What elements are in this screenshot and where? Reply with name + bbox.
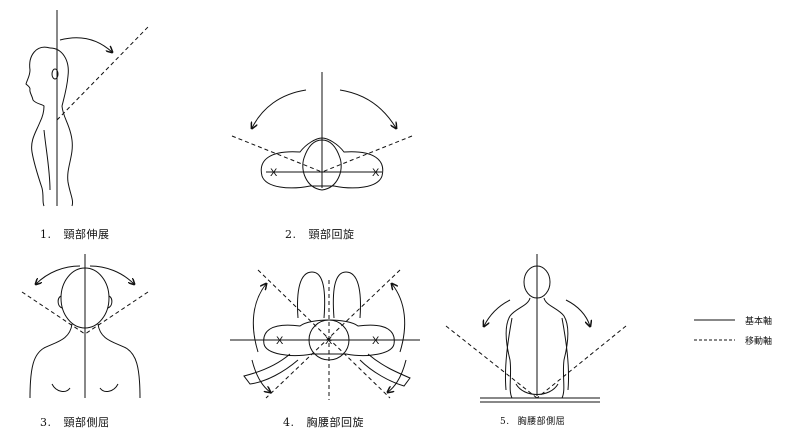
fig2-head xyxy=(303,140,341,190)
fig4-left-foot xyxy=(298,272,325,318)
fig3-right-ear xyxy=(108,296,112,308)
fig5-left-arrow xyxy=(484,300,510,326)
fig4-x-mark-left: X xyxy=(276,335,284,347)
fig4-x-mark-center: X xyxy=(325,335,333,347)
fig5-moving-axis-right xyxy=(537,326,626,398)
caption-figure-5: 5. 胸腰部側屈 xyxy=(500,414,565,427)
fig4-left-arm xyxy=(244,354,298,384)
fig5-torso xyxy=(506,298,568,398)
fig3-head xyxy=(61,268,109,328)
legend xyxy=(694,320,735,340)
caption-figure-4: 4. 胸腰部回旋 xyxy=(283,414,364,430)
fig3-right-arrow xyxy=(90,266,134,284)
fig5-head xyxy=(524,266,550,298)
caption-figure-1: 1. 頸部伸展 xyxy=(40,226,110,242)
fig4-moving-axis-2 xyxy=(266,270,400,398)
fig4-right-foot xyxy=(333,272,360,318)
caption-5-number: 5. xyxy=(500,417,510,427)
fig4-moving-axis-1 xyxy=(258,270,390,398)
caption-1-title: 頸部伸展 xyxy=(63,228,110,241)
fig4-left-arrow-up xyxy=(253,284,266,352)
fig1-chest xyxy=(32,122,44,206)
fig3-left-ear xyxy=(58,296,62,308)
fig2-right-arrow xyxy=(340,90,396,128)
caption-figure-3: 3. 頸部側屈 xyxy=(40,414,110,430)
fig5-right-arrow xyxy=(566,300,590,326)
fig4-right-arrow-up xyxy=(392,284,405,352)
fig1-arm xyxy=(44,130,50,190)
fig1-back xyxy=(62,106,73,206)
fig2-x-mark-left: X xyxy=(270,167,278,179)
figure-3-neck-lateral-flexion xyxy=(22,254,148,398)
fig2-moving-axis-left xyxy=(232,136,322,172)
caption-1-number: 1. xyxy=(40,228,52,241)
fig4-shoulders xyxy=(264,320,395,356)
fig1-skull xyxy=(50,48,68,106)
fig1-rotation-arrow xyxy=(60,38,112,52)
fig3-shoulders xyxy=(30,324,140,398)
fig2-left-arrow xyxy=(252,90,306,128)
fig4-head xyxy=(309,320,349,360)
fig5-moving-axis-left xyxy=(446,326,537,398)
fig4-right-arm xyxy=(360,354,410,386)
fig3-left-arrow xyxy=(36,266,80,284)
figure-4-thoracolumbar-rotation xyxy=(230,270,420,400)
fig1-ear xyxy=(52,69,58,79)
caption-5-title: 胸腰部側屈 xyxy=(517,417,566,427)
legend-basic-axis-label: 基本軸 xyxy=(745,317,773,327)
fig3-moving-axis-left xyxy=(22,292,85,334)
fig2-x-mark-right: X xyxy=(372,167,380,179)
figure-5-thoracolumbar-lateral-flexion xyxy=(446,254,626,402)
fig1-moving-axis xyxy=(57,27,148,120)
fig4-right-arrow-down xyxy=(388,360,406,392)
caption-3-title: 頸部側屈 xyxy=(63,416,110,429)
fig2-shoulders xyxy=(261,138,382,188)
fig2-moving-axis-right xyxy=(322,136,412,172)
fig5-hips xyxy=(516,384,558,395)
fig3-chest-left xyxy=(52,384,70,391)
caption-3-number: 3. xyxy=(40,416,52,429)
caption-4-number: 4. xyxy=(283,416,295,429)
figure-1-neck-extension xyxy=(26,10,148,206)
fig5-arm-left xyxy=(505,318,512,390)
fig3-moving-axis-right xyxy=(85,292,148,334)
fig5-arm-right xyxy=(562,318,569,390)
figure-2-neck-rotation xyxy=(232,72,412,190)
fig3-chest-right xyxy=(100,384,118,391)
caption-4-title: 胸腰部回旋 xyxy=(306,416,364,429)
fig1-head xyxy=(26,47,50,122)
caption-2-title: 頸部回旋 xyxy=(308,228,355,241)
legend-moving-axis-label: 移動軸 xyxy=(745,337,773,347)
fig4-left-arrow-down xyxy=(252,360,270,392)
caption-2-number: 2. xyxy=(285,228,297,241)
caption-figure-2: 2. 頸部回旋 xyxy=(285,226,355,242)
fig4-x-mark-right: X xyxy=(372,335,380,347)
